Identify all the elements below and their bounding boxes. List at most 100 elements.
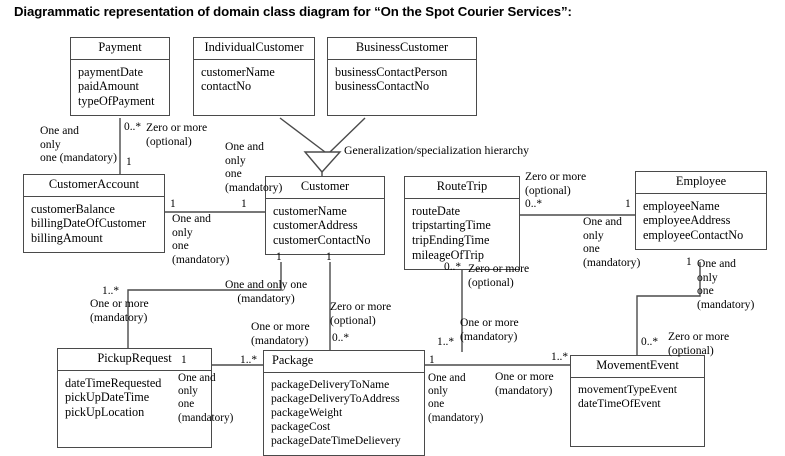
attribute: paidAmount	[78, 79, 139, 94]
wire-employee-movementevent	[636, 262, 701, 355]
class-box-customer[interactable]: Customer customerName customerAddress cu…	[265, 176, 385, 256]
multiplicity-employee-bottom-1: 1	[686, 256, 692, 268]
note-package-movement-zero: Zero or more (optional)	[330, 300, 392, 327]
note-pickup-one-more-left: One or more (mandatory)	[90, 297, 149, 324]
note-account-payment-one: One and only one (mandatory)	[40, 124, 117, 165]
multiplicity-movement-1star: 1..*	[551, 351, 569, 363]
attribute: typeOfPayment	[78, 94, 155, 109]
class-box-package[interactable]: Package packageDeliveryToName packageDel…	[263, 350, 425, 456]
wire-customer-pickuprequest	[127, 262, 282, 348]
attribute: mileageOfTrip	[412, 248, 484, 263]
multiplicity-payment-0star: 0..*	[124, 121, 142, 133]
attribute: employeeAddress	[643, 213, 731, 228]
note-customer-package-one: One and only one (mandatory)	[225, 278, 308, 305]
attribute: packageDateTimeDelievery	[271, 434, 401, 448]
attribute: customerName	[201, 64, 275, 79]
wire-individual-generalization	[279, 117, 326, 153]
attribute: billingDateOfCustomer	[31, 216, 147, 231]
multiplicity-account-1a: 1	[126, 156, 132, 168]
note-routetrip-zero-or-more: Zero or more (optional)	[525, 170, 587, 197]
note-employee-movement-zero: Zero or more (optional)	[668, 330, 730, 357]
note-routetrip-movement-zero: Zero or more (optional)	[468, 262, 530, 289]
class-name-customer: Customer	[266, 177, 384, 199]
class-name-individualcustomer: IndividualCustomer	[194, 38, 314, 60]
note-package-movement-one-more: One or more (mandatory)	[495, 370, 554, 397]
note-package-one-mandatory: One and only one (mandatory)	[428, 372, 484, 424]
multiplicity-routetrip-0star-bottom: 0..*	[444, 261, 462, 273]
class-name-movementevent: MovementEvent	[571, 356, 704, 378]
multiplicity-package-1-right: 1	[429, 354, 435, 366]
note-employee-one: One and only one (mandatory)	[583, 215, 641, 270]
attribute: packageDeliveryToName	[271, 377, 390, 391]
attribute: businessContactNo	[335, 79, 430, 94]
attribute: dateTimeRequested	[65, 375, 162, 390]
multiplicity-customer-1-left: 1	[241, 198, 247, 210]
note-employee-bottom-one: One and only one (mandatory)	[697, 257, 755, 312]
note-pickup-package-one: One and only one (mandatory)	[178, 372, 234, 424]
attribute: routeDate	[412, 203, 461, 218]
class-box-customeraccount[interactable]: CustomerAccount customerBalance billingD…	[23, 174, 165, 254]
class-attributes-customer: customerName customerAddress customerCon…	[266, 199, 384, 255]
class-name-payment: Payment	[71, 38, 169, 60]
class-attributes-routetrip: routeDate tripstartingTime tripEndingTim…	[405, 199, 519, 270]
note-customer-pickup-one-more: One or more (mandatory)	[251, 320, 310, 347]
class-box-payment[interactable]: Payment paymentDate paidAmount typeOfPay…	[70, 37, 170, 117]
attribute: customerContactNo	[273, 233, 371, 248]
multiplicity-account-1b: 1	[170, 198, 176, 210]
class-attributes-package: packageDeliveryToName packageDeliveryToA…	[264, 373, 424, 455]
note-customer-account-one: One and only one (mandatory)	[225, 140, 283, 195]
note-payment-zero-or-more: Zero or more (optional)	[146, 121, 208, 148]
multiplicity-customer-1-bottom-a: 1	[276, 251, 282, 263]
class-box-routetrip[interactable]: RouteTrip routeDate tripstartingTime tri…	[404, 176, 520, 270]
generalization-triangle	[303, 151, 342, 174]
class-name-businesscustomer: BusinessCustomer	[328, 38, 476, 60]
attribute: employeeContactNo	[643, 228, 744, 243]
multiplicity-employee-1: 1	[625, 198, 631, 210]
class-box-individualcustomer[interactable]: IndividualCustomer customerName contactN…	[193, 37, 315, 117]
class-attributes-businesscustomer: businessContactPerson businessContactNo	[328, 60, 476, 116]
multiplicity-routetrip-1star: 1..*	[437, 336, 455, 348]
attribute: pickUpLocation	[65, 405, 145, 420]
attribute: contactNo	[201, 79, 252, 94]
class-attributes-movementevent: movementTypeEvent dateTimeOfEvent	[571, 378, 704, 417]
class-attributes-pickuprequest: dateTimeRequested pickUpDateTime pickUpL…	[58, 371, 211, 427]
class-attributes-individualcustomer: customerName contactNo	[194, 60, 314, 116]
class-name-pickuprequest: PickupRequest	[58, 349, 211, 371]
attribute: paymentDate	[78, 64, 143, 79]
attribute: tripstartingTime	[412, 218, 491, 233]
wire-business-generalization	[329, 117, 366, 153]
multiplicity-pickup-1star: 1..*	[102, 285, 120, 297]
class-attributes-payment: paymentDate paidAmount typeOfPayment	[71, 60, 169, 116]
attribute: packageWeight	[271, 405, 343, 419]
attribute: tripEndingTime	[412, 233, 490, 248]
attribute: customerBalance	[31, 201, 115, 216]
attribute: pickUpDateTime	[65, 390, 150, 405]
attribute: movementTypeEvent	[578, 382, 677, 396]
multiplicity-routetrip-0star-right: 0..*	[525, 198, 543, 210]
multiplicity-package-0star: 0..*	[332, 332, 350, 344]
class-box-movementevent[interactable]: MovementEvent movementTypeEvent dateTime…	[570, 355, 705, 447]
class-box-businesscustomer[interactable]: BusinessCustomer businessContactPerson b…	[327, 37, 477, 117]
class-box-employee[interactable]: Employee employeeName employeeAddress em…	[635, 171, 767, 251]
class-box-pickuprequest[interactable]: PickupRequest dateTimeRequested pickUpDa…	[57, 348, 212, 448]
attribute: dateTimeOfEvent	[578, 396, 661, 410]
class-name-employee: Employee	[636, 172, 766, 194]
attribute: customerName	[273, 203, 347, 218]
multiplicity-customer-1-bottom-b: 1	[326, 251, 332, 263]
class-attributes-customeraccount: customerBalance billingDateOfCustomer bi…	[24, 197, 164, 253]
multiplicity-pickup-1: 1	[181, 354, 187, 366]
attribute: billingAmount	[31, 231, 103, 246]
multiplicity-package-1star-left: 1..*	[240, 354, 258, 366]
generalization-label: Generalization/specialization hierarchy	[344, 143, 530, 157]
note-routetrip-package-one-more: One or more (mandatory)	[460, 316, 519, 343]
note-account-customer-one: One and only one (mandatory)	[172, 212, 230, 267]
class-name-customeraccount: CustomerAccount	[24, 175, 164, 197]
attribute: employeeName	[643, 198, 720, 213]
attribute: packageCost	[271, 419, 331, 433]
class-name-routetrip: RouteTrip	[405, 177, 519, 199]
class-attributes-employee: employeeName employeeAddress employeeCon…	[636, 194, 766, 250]
class-name-package: Package	[264, 351, 424, 373]
attribute: packageDeliveryToAddress	[271, 391, 400, 405]
